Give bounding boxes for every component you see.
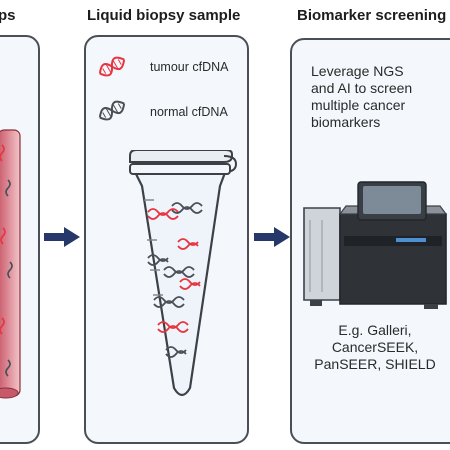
legend-label-tumour: tumour cfDNA xyxy=(150,60,229,74)
description-line: biomarkers xyxy=(311,114,381,130)
tumour-dna-icon xyxy=(98,56,126,77)
examples-line: PanSEER, SHIELD xyxy=(314,356,436,372)
description-line: multiple cancer xyxy=(311,97,406,113)
examples-line: CancerSEEK, xyxy=(331,339,419,355)
heading-biomarker-screening: Biomarker screening xyxy=(297,7,447,24)
sequencer-machine-icon xyxy=(303,181,448,309)
screening-examples: E.g. Galleri, CancerSEEK, PanSEER, SHIEL… xyxy=(300,322,450,373)
heading-liquid-biopsy-sample: Liquid biopsy sample xyxy=(87,7,241,24)
right-arrow-icon xyxy=(42,226,82,248)
microcentrifuge-tube-icon xyxy=(129,150,238,397)
legend-dna-icons xyxy=(98,56,126,121)
description-line: and AI to screen xyxy=(311,80,413,96)
normal-dna-icon xyxy=(98,100,126,121)
description-line: Leverage NGS xyxy=(311,63,404,79)
screening-description: Leverage NGS and AI to screen multiple c… xyxy=(311,63,412,131)
examples-line: E.g. Galleri, xyxy=(338,322,412,338)
right-arrow-icon xyxy=(252,226,292,248)
heading-left-partial: ps xyxy=(0,7,16,24)
legend-label-normal: normal cfDNA xyxy=(150,105,228,119)
